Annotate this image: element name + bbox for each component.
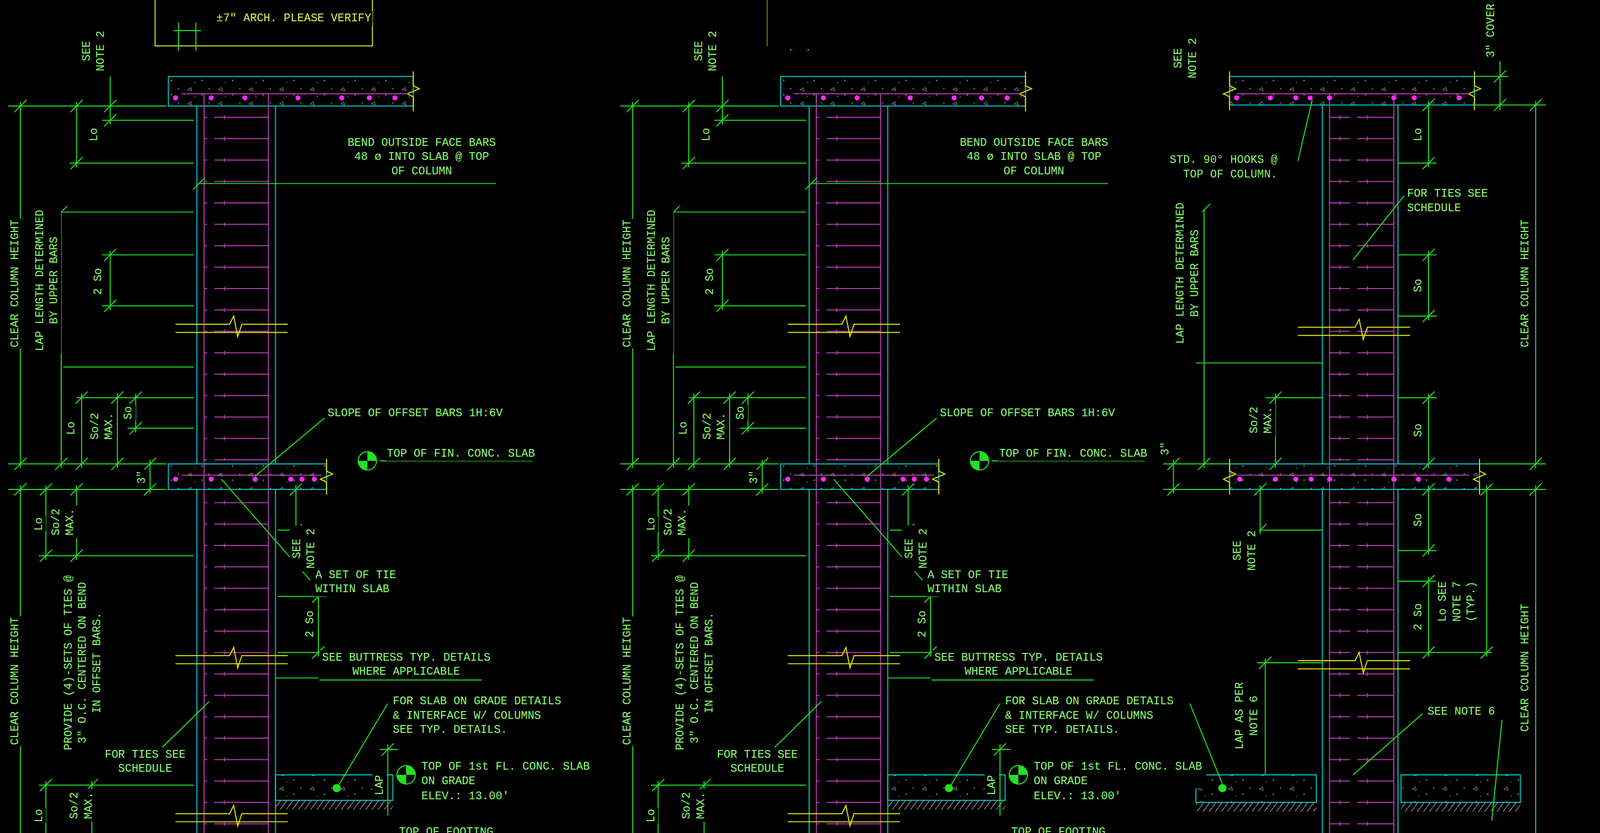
dimension-text: So/2 MAX. [87, 410, 117, 443]
note-text: FOR SLAB ON GRADE DETAILS & INTERFACE W/… [1003, 694, 1178, 738]
dimension-text: So/2 MAX. [700, 410, 729, 443]
dimension-text: Lo [31, 516, 47, 533]
elevation-text: TOP OF FOOTING [397, 825, 495, 833]
dimension-text: LAP LENGTH DETERMINED BY UPPER BARS [32, 207, 62, 355]
elevation-text: TOP OF 1st FL. CONC. SLAB ON GRADE [1032, 760, 1207, 789]
dimension-text: So [1410, 277, 1426, 294]
dimension-text: So/2 MAX. [661, 506, 690, 539]
dimension-text: So/2 MAX. [67, 789, 97, 823]
dimension-text: Lo [1410, 126, 1426, 143]
elevation-symbol [332, 451, 416, 793]
note-text: STD. 90° HOOKS @ TOP OF COLUMN. [1165, 153, 1279, 182]
dimension-text: 3" [746, 469, 762, 486]
dimension-text: Lo [643, 808, 659, 825]
dimension-text: 2 So [915, 609, 931, 639]
dimension-text: Lo SEE NOTE 7 (TYP.) [1435, 565, 1480, 639]
dimension-text: So/2 MAX. [679, 789, 709, 823]
dimension-text: CLEAR COLUMN HEIGHT [1518, 603, 1534, 734]
elevation-text: TOP OF 1st FL. CONC. SLAB ON GRADE [420, 760, 595, 789]
elevation-text: ELEV.: 13.00' [420, 789, 511, 805]
dimension-text: CLEAR COLUMN HEIGHT [620, 218, 636, 349]
dimension-text: Lo [643, 516, 659, 533]
note-text: FOR SLAB ON GRADE DETAILS & INTERFACE W/… [392, 694, 567, 738]
dimension-text: 3" COVER [1483, 2, 1499, 59]
note-text: A SET OF TIE WITHIN SLAB [314, 568, 401, 597]
elevation-text: TOP OF FIN. CONC. SLAB [998, 446, 1149, 462]
dimension-text: So [1410, 422, 1426, 439]
dimension-text: So [1410, 512, 1426, 529]
dimension-text: So/2 MAX. [48, 506, 78, 539]
dimension-text: 3" [1158, 440, 1173, 457]
dimension-text: SEE NOTE 2 [1230, 528, 1260, 574]
dimension-text: LAP [372, 774, 387, 797]
note-text: SEE NOTE 6 [1426, 704, 1497, 720]
dimension-text: So [121, 405, 137, 422]
note-text: SLOPE OF OFFSET BARS 1H:6V [938, 406, 1117, 421]
dimension-text: 3" [134, 469, 150, 486]
note-text: BEND OUTSIDE FACE BARS 48 ø INTO SLAB @ … [957, 135, 1111, 179]
note-text: SLOPE OF OFFSET BARS 1H:6V [326, 406, 504, 421]
note-text: A SET OF TIE WITHIN SLAB [926, 568, 1013, 597]
note-text: SEE BUTTRESS TYP. DETAILS WHERE APPLICAB… [931, 650, 1106, 680]
dimension-text: SEE NOTE 2 [902, 526, 931, 572]
note-text: FOR TIES SEE SCHEDULE [714, 747, 801, 777]
dimension-text: SEE NOTE 2 [691, 28, 721, 74]
elevation-text: ELEV.: 13.00' [1032, 789, 1123, 805]
note-text: SEE BUTTRESS TYP. DETAILS WHERE APPLICAB… [319, 650, 494, 680]
note-text: PROVIDE (4)-SETS OF TIES @ 3" O.C. CENTE… [673, 572, 717, 754]
dimension-text: LAP [984, 774, 1000, 797]
dimension-text: LAP LENGTH DETERMINED BY UPPER BARS [1173, 199, 1203, 347]
note-text: FOR TIES SEE SCHEDULE [101, 747, 188, 777]
dimension-text: CLEAR COLUMN HEIGHT [620, 616, 636, 747]
dimension-text: LAP AS PER NOTE 6 [1232, 679, 1262, 753]
note-text: ±7" ARCH. PLEASE VERIFY [215, 11, 373, 26]
column-detail [1163, 61, 1546, 833]
dimension-text: So [733, 405, 749, 422]
dimension-text: SEE NOTE 2 [1171, 35, 1201, 82]
dimension-text: Lo [676, 420, 692, 437]
dimension-text: CLEAR COLUMN HEIGHT [1518, 218, 1534, 349]
dimension-text: Lo [86, 126, 102, 143]
dimension-text: LAP LENGTH DETERMINED BY UPPER BARS [644, 207, 674, 355]
note-text: BEND OUTSIDE FACE BARS 48 ø INTO SLAB @ … [344, 135, 499, 179]
dimension-text: SEE NOTE 2 [289, 526, 319, 572]
note-text: FOR TIES SEE SCHEDULE [1406, 186, 1493, 216]
dimension-text: So/2 MAX. [1246, 404, 1276, 437]
dimension-text: Lo [31, 808, 47, 825]
note-text: PROVIDE (4)-SETS OF TIES @ 3" O.C. CENTE… [61, 572, 105, 754]
dimension-text: SEE NOTE 2 [79, 28, 109, 74]
dimension-text: 2 So [703, 266, 718, 297]
dimension-text: CLEAR COLUMN HEIGHT [8, 616, 23, 747]
dimension-text: Lo [698, 126, 714, 143]
dimension-text: Lo [64, 420, 79, 437]
dimension-text: CLEAR COLUMN HEIGHT [8, 218, 23, 349]
dimension-text: 2 So [90, 266, 106, 297]
elevation-text: TOP OF FOOTING [1010, 825, 1107, 833]
dimension-text: 2 So [303, 609, 318, 639]
elevation-text: TOP OF FIN. CONC. SLAB [385, 446, 536, 462]
dimension-text: 2 So [1410, 602, 1426, 633]
